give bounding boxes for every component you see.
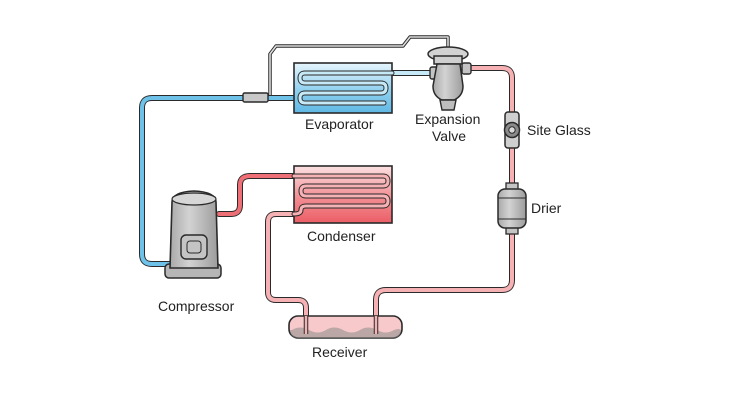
site-glass-icon: [503, 111, 521, 149]
evaporator-label: Evaporator: [305, 116, 374, 132]
suction-line: [139, 95, 297, 267]
condenser-to-receiver-line: [265, 211, 309, 333]
expansion-valve-label-line1: Expansion: [415, 111, 480, 127]
sensing-line: [258, 35, 450, 98]
condenser-label: Condenser: [307, 228, 376, 244]
receiver-label: Receiver: [312, 344, 368, 360]
drier-label: Drier: [531, 200, 562, 216]
receiver-to-valve-line: [373, 65, 515, 333]
receiver-tank-icon: [288, 315, 403, 339]
discharge-line: [216, 173, 297, 217]
drier-icon: [497, 182, 527, 235]
compressor-label: Compressor: [158, 298, 235, 314]
compressor-icon: [164, 190, 222, 279]
evaporator: [293, 62, 395, 114]
sensing-bulb-icon: [242, 92, 269, 103]
condenser: [291, 165, 393, 224]
expansion-valve-label-line2: Valve: [432, 128, 466, 144]
site-glass-label: Site Glass: [527, 122, 591, 138]
expansion-valve-icon: [427, 46, 472, 111]
